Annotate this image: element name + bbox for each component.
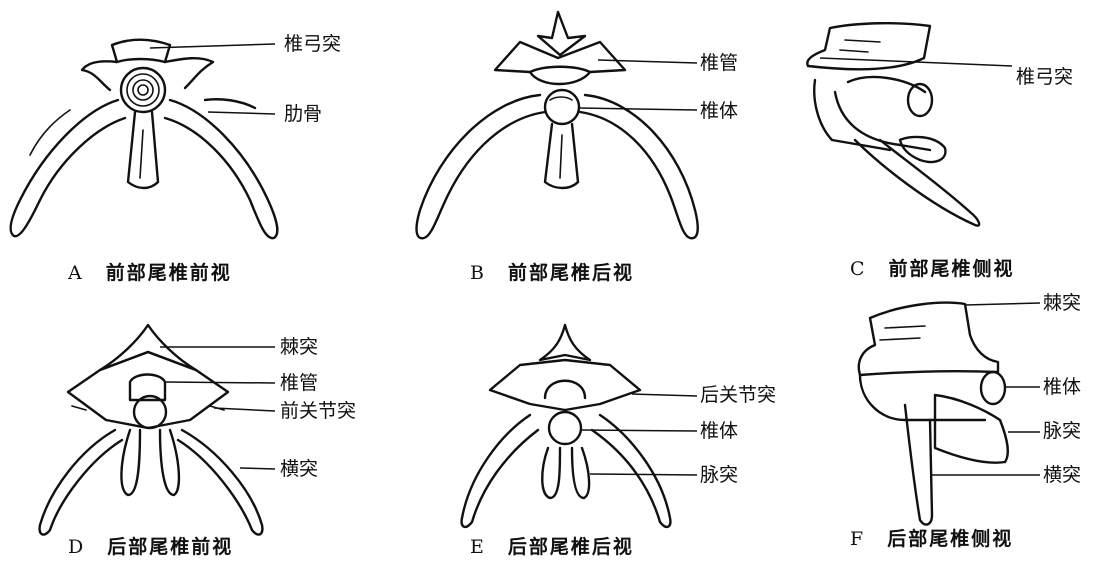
panel-d-label-neural-canal: 椎管 — [280, 372, 319, 394]
panel-d-label-transverse: 横突 — [280, 458, 319, 480]
panel-f-label-centrum: 椎体 — [1043, 376, 1082, 398]
panel-c-caption: C 前部尾椎侧视 — [850, 258, 1015, 280]
panel-f-label-spinous: 棘突 — [1043, 292, 1082, 314]
panel-b-letter: B — [470, 262, 486, 284]
panel-f-caption-text: 后部尾椎侧视 — [887, 528, 1014, 550]
panel-f-label-transverse: 横突 — [1043, 464, 1082, 486]
panel-c-caption-text: 前部尾椎侧视 — [888, 258, 1015, 280]
panel-b-drawing — [415, 10, 699, 240]
panel-e-drawing — [460, 323, 698, 529]
panel-d-label-prezygapophysis: 前关节突 — [280, 400, 357, 422]
panel-a-letter: A — [68, 262, 84, 284]
panel-f-label-haemal: 脉突 — [1043, 420, 1082, 442]
panel-b-caption-text: 前部尾椎后视 — [507, 262, 634, 284]
panel-b-label-centrum: 椎体 — [700, 100, 739, 122]
panel-c-letter: C — [850, 258, 867, 280]
panel-a-caption: A 前部尾椎前视 — [68, 262, 232, 284]
panel-c-drawing — [806, 22, 1013, 227]
panel-d-caption-text: 后部尾椎前视 — [107, 536, 234, 558]
panel-a-label-neural-arch: 椎弓突 — [284, 33, 342, 55]
panel-d-caption: D 后部尾椎前视 — [68, 536, 233, 558]
panel-e-label-haemal: 脉突 — [700, 464, 739, 486]
panel-d-drawing — [38, 323, 276, 536]
panel-e-label-postzygapophysis: 后关节突 — [700, 384, 777, 406]
panel-c-label-neural-arch: 椎弓突 — [1016, 66, 1074, 88]
panel-f-letter: F — [850, 528, 866, 550]
panel-f-drawing — [857, 301, 1041, 526]
panel-b-label-neural-canal: 椎管 — [700, 52, 739, 74]
panel-e-caption: E 后部尾椎后视 — [470, 536, 634, 558]
panel-b-caption: B 前部尾椎后视 — [470, 262, 634, 284]
panel-e-letter: E — [470, 536, 486, 558]
panel-a-drawing — [9, 38, 279, 240]
panel-e-caption-text: 后部尾椎后视 — [507, 536, 634, 558]
panel-d-label-spinous: 棘突 — [280, 336, 319, 358]
panel-e-label-centrum: 椎体 — [700, 420, 739, 442]
panel-d-letter: D — [68, 536, 86, 558]
panel-a-caption-text: 前部尾椎前视 — [105, 262, 232, 284]
panel-a-label-rib: 肋骨 — [284, 103, 323, 125]
panel-f-caption: F 后部尾椎侧视 — [850, 528, 1013, 550]
